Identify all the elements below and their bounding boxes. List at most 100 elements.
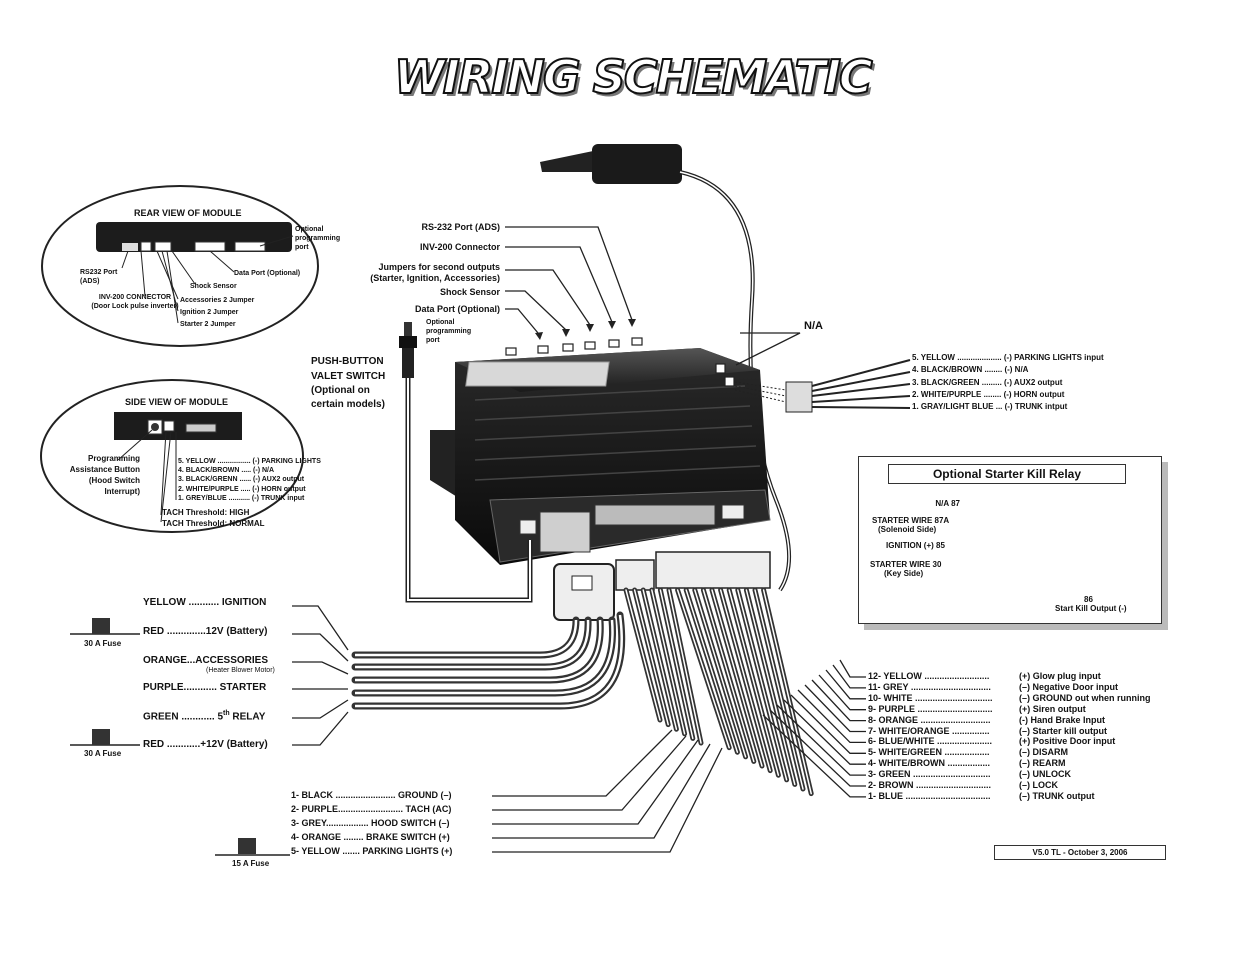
rear-data-port-label: Data Port (Optional): [234, 270, 301, 277]
rear-view-panel: [41, 185, 319, 347]
harness-wire-highlight: [754, 589, 804, 790]
harness-wire-highlight: [633, 589, 669, 726]
rear-rs232-label: RS232 Port (ADS): [80, 269, 118, 285]
inv200-callout: INV-200 Connector: [419, 242, 500, 252]
main-wire-function: (–) DISARM: [1019, 747, 1068, 758]
main-wire-function: (–) UNLOCK: [1019, 769, 1071, 780]
fuse-15a-label: 15 A Fuse: [232, 859, 270, 868]
main-wire-function: (–) Negative Door input: [1019, 681, 1119, 692]
main-wire-leader: [818, 674, 866, 711]
fuse-15a: [215, 838, 290, 856]
rear-acc2-label: Accessories 2 Jumper: [180, 297, 255, 304]
main-wire-leader: [790, 694, 866, 754]
top-callout-arrowheads: [535, 319, 636, 340]
power-orange-sub: (Heater Blower Motor): [206, 667, 275, 674]
main-wire-name: 11- GREY ...............................…: [868, 681, 991, 692]
main-wire-function: (-) Hand Brake Input: [1019, 714, 1106, 725]
power-yellow-label: YELLOW ........... IGNITION: [143, 597, 267, 608]
harness-wire-highlight: [659, 589, 694, 740]
side-view-panel: [40, 379, 304, 533]
port-markers: [505, 337, 735, 387]
fuse-30a-1: [70, 618, 140, 635]
harness-wire-highlight: [651, 589, 686, 735]
relay-87: N/A 87: [935, 499, 960, 508]
rear-shock-label: Shock Sensor: [190, 283, 237, 290]
lower-leaders: [492, 729, 723, 853]
harness-wire-highlight: [719, 589, 771, 772]
power-green-label: GREEN ............ 5th RELAY: [143, 710, 266, 723]
right-leaders: [762, 659, 866, 798]
lower-wire-1: 1- BLACK ........................ GROUND…: [291, 790, 452, 800]
aux-connector: [734, 359, 911, 413]
valet-line-1: PUSH-BUTTON: [311, 356, 384, 367]
main-wire-name: 6- BLUE/WHITE ......................: [868, 736, 993, 747]
aux-pin-3: 3. BLACK/GREEN ......... (-) AUX2 output: [912, 378, 1063, 387]
data-port-callout: Data Port (Optional): [415, 304, 500, 314]
side-pin-1: 1. GREY/BLUE ........... (-) TRUNK input: [178, 495, 305, 502]
aux-pin-5: 5. YELLOW .................... (-) PARKI…: [912, 353, 1104, 362]
main-wire-leader: [811, 679, 866, 722]
harness-wire-highlight: [762, 589, 812, 795]
version-box: V5.0 TL - October 3, 2006: [994, 845, 1166, 860]
main-wire-function: (+) Glow plug input: [1019, 671, 1101, 681]
rear-start2-label: Starter 2 Jumper: [180, 321, 236, 328]
valet-switch: [399, 322, 533, 603]
relay-panel: [858, 456, 1162, 624]
main-harness-wires: [623, 587, 814, 797]
harness-connectors: [553, 551, 771, 621]
main-wire-leader: [839, 659, 866, 678]
relay-30: STARTER WIRE 30: [870, 560, 942, 569]
main-wire-function: (–) REARM: [1019, 758, 1066, 769]
main-wire-name: 10- WHITE ..............................…: [868, 692, 993, 703]
valet-line-3: (Optional on: [311, 385, 370, 396]
main-wire-name: 8- ORANGE ............................: [868, 714, 991, 725]
rs232-callout: RS-232 Port (ADS): [421, 222, 500, 232]
main-wire-name: 1- BLUE ................................…: [868, 790, 991, 801]
shock-callout: Shock Sensor: [439, 287, 500, 297]
page-title: WIRING SCHEMATIC: [393, 49, 874, 105]
main-wire-function: (+) Positive Door input: [1019, 736, 1116, 747]
rear-view-heading: REAR VIEW OF MODULE: [134, 208, 242, 218]
main-wire-function: (–) GROUND out when running: [1019, 692, 1151, 703]
aux-pin-4: 4. BLACK/BROWN ........ (-) N/A: [912, 365, 1029, 374]
relay-title: Optional Starter Kill Relay: [888, 464, 1126, 484]
side-view-heading: SIDE VIEW OF MODULE: [125, 397, 229, 407]
relay-87a: STARTER WIRE 87A: [872, 516, 950, 525]
lower-wire-3: 3- GREY................. HOOD SWITCH (–): [291, 818, 450, 828]
relay-87a-sub: (Solenoid Side): [878, 525, 937, 534]
jumpers-callout-1: Jumpers for second outputs: [378, 262, 500, 272]
main-wire-name: 4- WHITE/BROWN .................: [868, 758, 991, 769]
main-wire-leader: [832, 664, 866, 689]
fuse-30a-label-1: 30 A Fuse: [84, 639, 122, 648]
rear-ign2-label: Ignition 2 Jumper: [180, 309, 239, 316]
jumpers-callout-2: (Starter, Ignition, Accessories): [370, 273, 500, 283]
power-orange-label: ORANGE...ACCESSORIES: [143, 655, 269, 666]
rear-optional-port-label: Optional programming port: [295, 226, 341, 251]
harness-wire-highlight: [694, 589, 747, 758]
power-purple-label: PURPLE............ STARTER: [143, 682, 267, 693]
main-wire-function: (–) LOCK: [1019, 780, 1058, 790]
harness-wire-highlight: [685, 589, 739, 753]
main-wire-name: 5- WHITE/GREEN ..................: [868, 747, 990, 758]
tach-normal-label: TACH Threshold: NORMAL: [162, 519, 265, 528]
main-wire-leader: [797, 689, 866, 744]
harness-wire-highlight: [625, 589, 661, 721]
power-leaders: [292, 605, 349, 746]
valet-line-2: VALET SWITCH: [311, 371, 386, 382]
side-prog-button-label: Programming Assistance Button (Hood Swit…: [69, 454, 140, 496]
lower-wire-5: 5- YELLOW ....... PARKING LIGHTS (+): [291, 846, 453, 856]
relay-85: IGNITION (+) 85: [886, 541, 945, 550]
valet-line-4: certain models): [311, 399, 385, 410]
harness-wire-highlight: [728, 589, 780, 776]
tach-high-label: TACH Threshold: HIGH: [162, 508, 250, 517]
side-pin-3: 3. BLACK/GRENN ...... (-) AUX2 output: [178, 476, 305, 483]
harness-wire-highlight: [711, 589, 763, 767]
harness-wire-highlight: [702, 589, 755, 763]
relay-86-sub: Start Kill Output (-): [1055, 604, 1127, 613]
top-callout-lines: [505, 226, 801, 366]
power-red1-label: RED ..............12V (Battery): [143, 626, 268, 637]
aux-pin-1: 1. GRAY/LIGHT BLUE ... (-) TRUNK intput: [912, 402, 1068, 411]
control-module: [430, 348, 771, 565]
side-pin-2: 2. WHITE/PURPLE ..... (-) HORN output: [178, 486, 306, 493]
relay-86: 86: [1084, 595, 1093, 604]
